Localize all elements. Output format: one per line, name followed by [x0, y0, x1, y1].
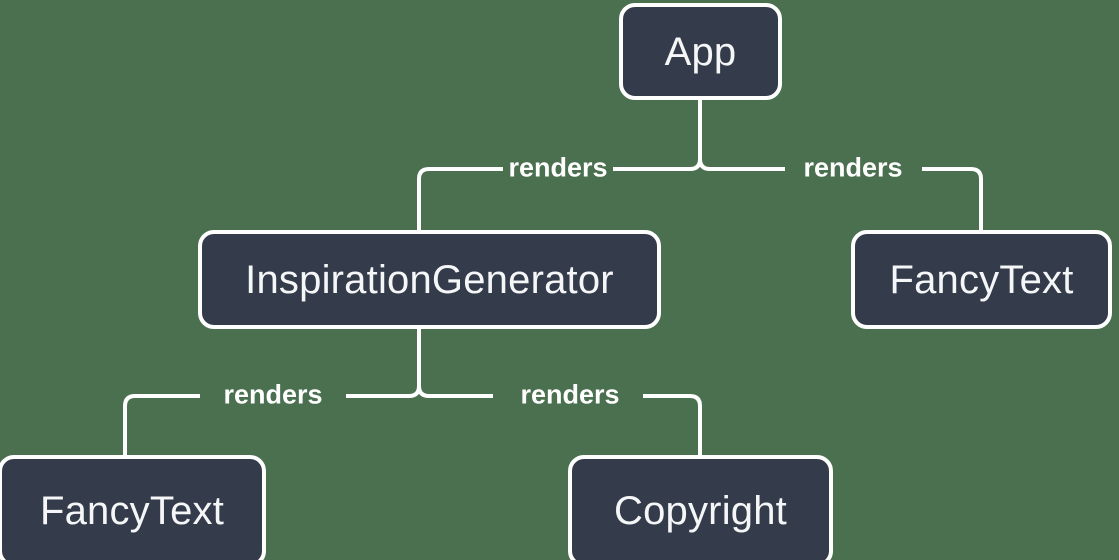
edge-app-to-inspiration-2 [417, 167, 503, 230]
node-copyright-label: Copyright [614, 489, 787, 533]
edge-label-app-fancytext-right: renders [803, 152, 903, 183]
node-inspiration-generator[interactable]: InspirationGenerator [198, 230, 661, 329]
edge-label-app-inspiration: renders [508, 152, 608, 183]
edge-app-to-fancytext-right-2 [922, 167, 983, 230]
node-fancytext-left[interactable]: FancyText [0, 455, 266, 560]
edge-label-inspiration-copyright: renders [520, 379, 620, 410]
edge-app-stem-left [689, 158, 702, 171]
node-fancytext-right[interactable]: FancyText [851, 230, 1112, 329]
node-inspiration-generator-label: InspirationGenerator [245, 257, 614, 302]
node-app-label: App [664, 29, 737, 74]
edge-app-stem [698, 100, 711, 171]
node-fancytext-right-label: FancyText [889, 257, 1074, 302]
node-app[interactable]: App [619, 3, 782, 100]
edge-inspiration-stem [417, 329, 430, 398]
edge-label-inspiration-fancytext: renders [223, 379, 323, 410]
node-copyright[interactable]: Copyright [568, 455, 833, 560]
edge-inspiration-to-fancytext-2 [123, 394, 200, 455]
edge-inspiration-stem-left [408, 385, 421, 398]
edge-inspiration-to-copyright-2 [643, 394, 702, 455]
node-fancytext-left-label: FancyText [39, 489, 225, 533]
